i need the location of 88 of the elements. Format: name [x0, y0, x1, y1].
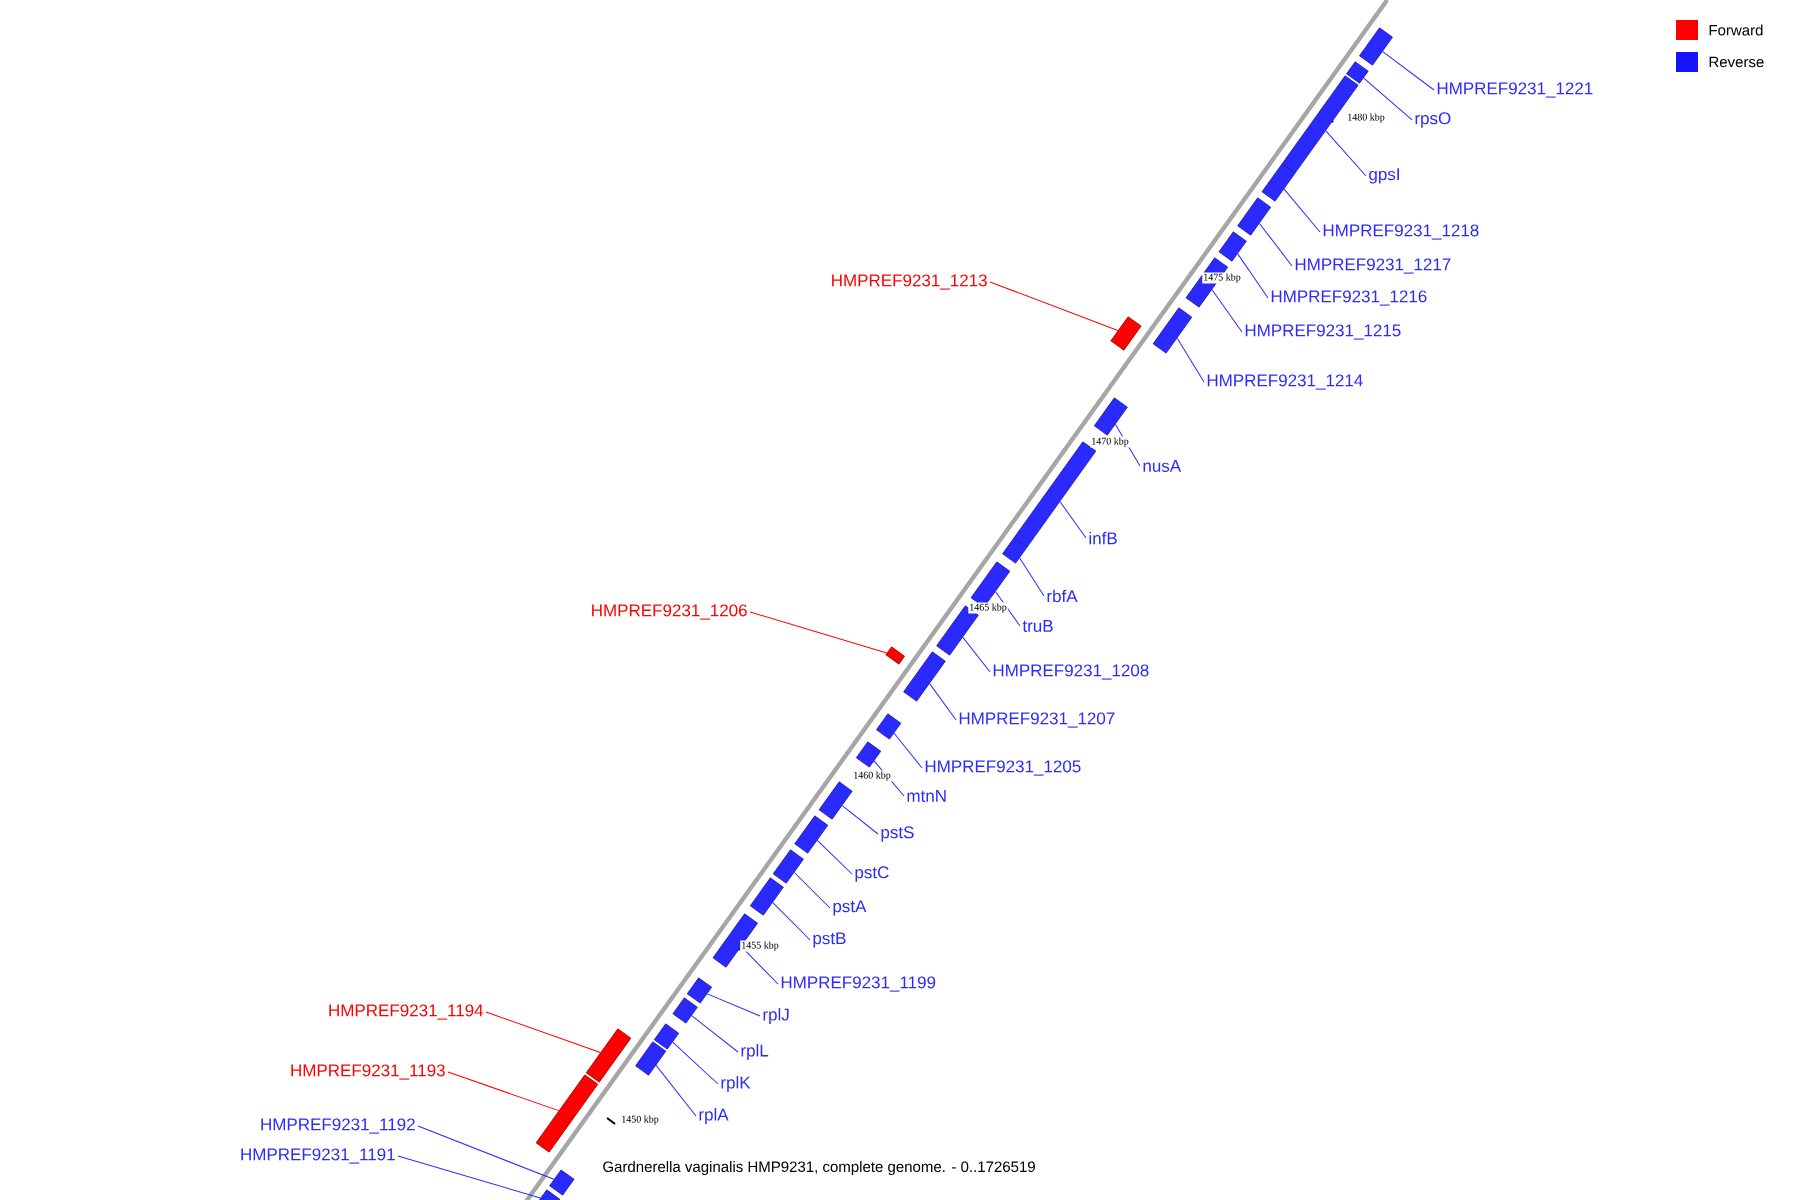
leader-line — [1325, 130, 1367, 177]
gene-label: pstS — [881, 826, 914, 842]
gene-block — [1152, 307, 1193, 354]
leader-line — [989, 281, 1119, 331]
gene-block — [794, 815, 829, 854]
gene-block — [856, 741, 882, 768]
leader-line — [793, 872, 831, 909]
leader-line — [841, 805, 879, 835]
gene-label: nusA — [1143, 460, 1182, 472]
gene-block — [1346, 61, 1369, 84]
leader-line — [397, 1155, 541, 1199]
leader-line — [485, 1011, 601, 1054]
gene-label: HMPREF9231_1217 — [1295, 258, 1451, 274]
leader-line — [1176, 337, 1205, 383]
gene-block — [712, 913, 758, 968]
gene-block — [1359, 27, 1393, 66]
leader-line — [1382, 51, 1435, 91]
leader-line — [655, 1064, 697, 1117]
leader-line — [691, 1015, 739, 1053]
gene-label: HMPREF9231_1199 — [781, 976, 936, 992]
leader-line — [1259, 222, 1293, 267]
gene-block — [537, 1189, 561, 1200]
leader-line — [417, 1125, 555, 1180]
leader-line — [740, 946, 779, 985]
gene-block — [772, 849, 804, 884]
gene-label: HMPREF9231_1213 — [832, 274, 987, 290]
gene-label: rplA — [699, 1108, 729, 1124]
gene-block — [549, 1169, 575, 1196]
gene-block — [653, 1023, 680, 1050]
gene-label: HMPREF9231_1218 — [1323, 224, 1479, 240]
leader-line — [706, 993, 761, 1017]
gene-label: HMPREF9231_1191 — [241, 1148, 395, 1164]
gene-block — [876, 713, 902, 740]
leader-line — [1237, 253, 1269, 299]
gene-label: HMPREF9231_1215 — [1245, 324, 1401, 340]
gene-label: infB — [1089, 531, 1117, 545]
leader-line — [873, 760, 905, 797]
gene-block — [585, 1028, 632, 1083]
leader-line — [1363, 77, 1413, 121]
leader-line — [929, 683, 957, 721]
gene-block — [535, 1074, 599, 1153]
leader-line — [893, 732, 923, 769]
gene-label: rbfA — [1047, 589, 1078, 603]
gene-block — [1237, 197, 1272, 236]
gene-block — [672, 997, 698, 1024]
gene-block — [1002, 537, 1028, 564]
gene-label: truB — [1022, 620, 1053, 632]
gene-block — [903, 651, 946, 702]
leader-line — [1283, 188, 1321, 233]
gene-block — [818, 781, 853, 820]
gene-label: HMPREF9231_1192 — [261, 1118, 415, 1134]
gene-label: HMPREF9231_1221 — [1437, 82, 1593, 98]
leader-line — [772, 902, 811, 941]
leader-line — [1211, 289, 1243, 333]
gene-label: rplL — [741, 1044, 769, 1060]
gene-block — [1093, 397, 1128, 436]
gene-block — [1261, 163, 1296, 202]
leader-line — [749, 611, 888, 654]
gene-label: HMPREF9231_1194 — [329, 1004, 484, 1020]
gene-label: pstC — [855, 866, 889, 882]
gene-label: gpsI — [1369, 168, 1399, 184]
gene-label: pstB — [813, 932, 846, 948]
gene-block — [1218, 231, 1247, 262]
gene-label: rpsO — [1415, 112, 1451, 128]
leader-line — [1019, 557, 1045, 597]
gene-block — [686, 977, 713, 1004]
gene-label: HMPREF9231_1206 — [592, 604, 747, 620]
leader-line — [672, 1041, 719, 1085]
leader-line — [816, 839, 853, 875]
leader-line — [995, 591, 1021, 627]
leader-line — [1115, 423, 1141, 467]
gene-label: HMPREF9231_1216 — [1271, 290, 1427, 306]
gene-label: HMPREF9231_1205 — [925, 760, 1081, 776]
gene-block — [1110, 316, 1142, 351]
gene-label: mtnN — [907, 790, 946, 802]
leader-line — [962, 636, 991, 673]
gene-label: HMPREF9231_1214 — [1207, 374, 1363, 390]
gene-label: HMPREF9231_1208 — [993, 664, 1149, 680]
gene-block — [635, 1041, 667, 1076]
gene-label: HMPREF9231_1193 — [291, 1064, 445, 1080]
gene-block — [885, 646, 905, 665]
leader-line — [1059, 501, 1087, 539]
gene-label: pstA — [833, 900, 867, 916]
gene-block — [749, 877, 784, 916]
leader-line — [447, 1071, 560, 1112]
gene-label: HMPREF9231_1207 — [959, 712, 1115, 728]
gene-label: rplK — [721, 1076, 751, 1092]
gene-label: rplJ — [763, 1008, 789, 1024]
